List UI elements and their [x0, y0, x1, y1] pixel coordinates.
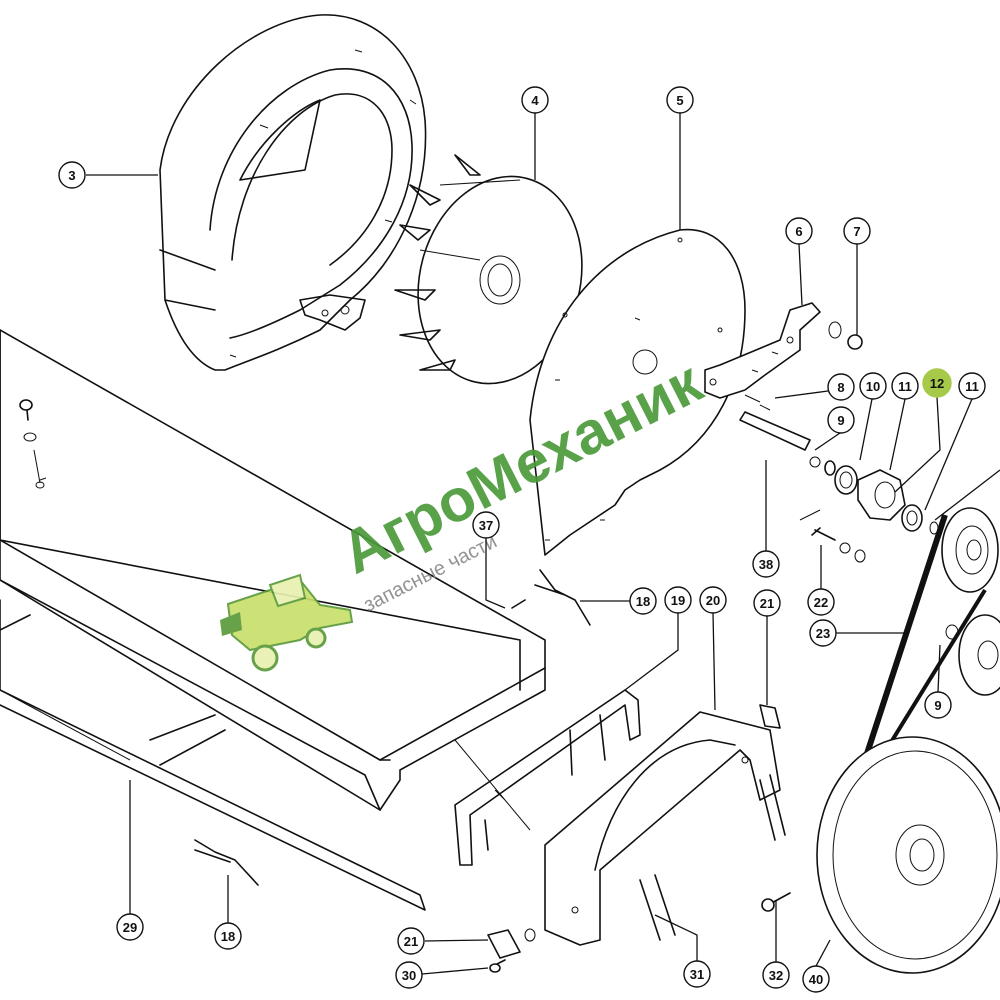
- frame-channel-part: [0, 329, 546, 911]
- callout-c18b: 18: [214, 922, 242, 950]
- callout-label: 32: [769, 968, 783, 983]
- callout-c11a: 11: [891, 372, 919, 400]
- callout-c9a: 9: [827, 406, 855, 434]
- latch-part-lower: [194, 839, 259, 886]
- frame-bolt-part: [19, 399, 45, 489]
- combine-harvester-icon: [220, 573, 354, 672]
- callout-label: 18: [221, 929, 235, 944]
- callout-label: 23: [816, 626, 830, 641]
- callout-label: 21: [404, 934, 418, 949]
- callout-c5: 5: [666, 86, 694, 114]
- callout-label: 8: [837, 380, 844, 395]
- callout-c6: 6: [785, 217, 813, 245]
- fan-rotor-part: [394, 154, 583, 385]
- callout-label: 30: [402, 968, 416, 983]
- callout-c30: 30: [395, 961, 423, 989]
- callout-c12: 12: [922, 368, 952, 398]
- callout-label: 40: [809, 972, 823, 987]
- bracket-part: [704, 302, 821, 399]
- callout-label: 20: [706, 593, 720, 608]
- callout-c37: 37: [472, 511, 500, 539]
- support-bracket-part: [544, 711, 786, 946]
- large-pulley-part: [816, 736, 1000, 974]
- callout-label: 6: [795, 224, 802, 239]
- callout-label: 3: [68, 168, 75, 183]
- callout-c32: 32: [762, 961, 790, 989]
- callout-label: 12: [930, 376, 944, 391]
- callout-c18a: 18: [629, 587, 657, 615]
- callout-label: 29: [123, 920, 137, 935]
- callout-c22: 22: [807, 588, 835, 616]
- callout-c10: 10: [859, 372, 887, 400]
- callout-c40: 40: [802, 965, 830, 993]
- callout-c7: 7: [843, 217, 871, 245]
- callout-c21b: 21: [397, 927, 425, 955]
- callout-c9b: 9: [924, 691, 952, 719]
- callout-c20: 20: [699, 586, 727, 614]
- callout-label: 31: [690, 967, 704, 982]
- nut-washer-part: [828, 321, 863, 350]
- callout-c4: 4: [521, 86, 549, 114]
- fan-housing-part: [159, 14, 427, 371]
- callout-c29: 29: [116, 913, 144, 941]
- callout-label: 9: [837, 413, 844, 428]
- pulley-bolt-part: [761, 892, 791, 912]
- callout-label: 38: [759, 557, 773, 572]
- callout-label: 18: [636, 594, 650, 609]
- bolt-part: [799, 509, 866, 563]
- callout-c11b: 11: [958, 372, 986, 400]
- callout-c38: 38: [752, 550, 780, 578]
- bearing-assembly-part: [824, 460, 939, 535]
- callout-c21a: 21: [753, 589, 781, 617]
- callout-label: 19: [671, 593, 685, 608]
- callout-label: 4: [531, 93, 539, 108]
- callout-label: 5: [676, 93, 683, 108]
- callout-c19: 19: [664, 586, 692, 614]
- leader-lines: [86, 113, 1000, 975]
- callout-label: 7: [853, 224, 860, 239]
- callout-label: 10: [866, 379, 880, 394]
- callout-c31: 31: [683, 960, 711, 988]
- side-plate-part: [529, 228, 746, 556]
- callout-label: 22: [814, 595, 828, 610]
- callout-label: 9: [934, 698, 941, 713]
- callout-c8: 8: [827, 373, 855, 401]
- callout-label: 21: [760, 596, 774, 611]
- clip-part-upper: [759, 704, 781, 729]
- shaft-part: [739, 394, 821, 468]
- callout-label: 11: [965, 379, 979, 394]
- small-pulley-part: [941, 507, 1000, 696]
- latch-part-upper: [511, 569, 591, 626]
- callout-c3: 3: [58, 161, 86, 189]
- callout-c23: 23: [809, 619, 837, 647]
- clip-part-lower: [487, 928, 536, 973]
- guide-frame-part: [454, 689, 641, 866]
- callout-label: 11: [898, 379, 912, 394]
- callout-label: 37: [479, 518, 493, 533]
